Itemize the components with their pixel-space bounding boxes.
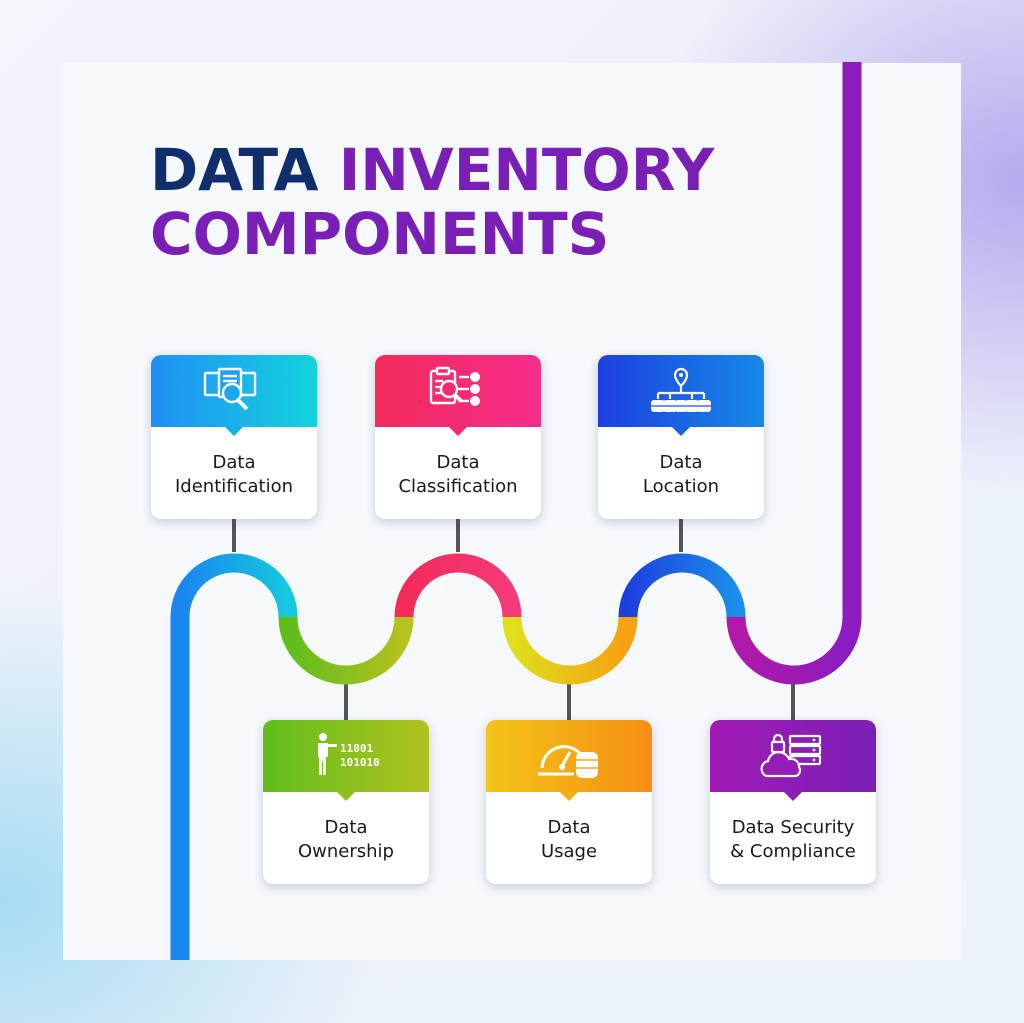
page-title: DATA INVENTORY COMPONENTS	[150, 138, 714, 266]
card-label: Data Identification	[151, 451, 317, 499]
card-header	[151, 355, 317, 436]
card-data-security-compliance: Data Security & Compliance	[710, 720, 876, 884]
binary-text: 1010101	[340, 756, 381, 769]
card-label: Data Classification	[375, 451, 541, 499]
card-data-usage: Data Usage	[486, 720, 652, 884]
card-label-line1: Data	[436, 452, 480, 473]
card-header: 11001 1010101	[263, 720, 429, 801]
track-segment-purple	[726, 62, 862, 685]
card-header	[710, 720, 876, 801]
card-label: Data Usage	[486, 816, 652, 864]
card-label-line2: Identification	[174, 476, 294, 497]
track-segment-red	[394, 553, 522, 618]
cloud-server-lock-icon	[760, 733, 822, 778]
card-label-line1: Data	[659, 452, 703, 473]
card-data-ownership: 11001 1010101 Data Ownership	[263, 720, 429, 884]
person-binary-icon: 11001 1010101	[318, 733, 381, 775]
track-segment-navy	[618, 553, 746, 618]
card-header	[486, 720, 652, 801]
card-label-line2: Classification	[398, 476, 518, 497]
card-label: Data Location	[598, 451, 764, 499]
card-data-identification: Data Identification	[151, 355, 317, 519]
card-label: Data Security & Compliance	[710, 816, 876, 864]
card-label-line2: & Compliance	[730, 841, 856, 862]
card-label-line1: Data	[547, 817, 591, 838]
track-segment-green	[278, 616, 414, 685]
card-header	[375, 355, 541, 436]
card-label-line1: Data Security	[731, 817, 855, 838]
track-segment-blue	[170, 553, 298, 960]
gauge-database-icon	[538, 745, 598, 778]
card-label-line2: Ownership	[298, 841, 394, 862]
card-label-line1: Data	[212, 452, 256, 473]
title-word-components: COMPONENTS	[150, 200, 610, 268]
card-label: Data Ownership	[263, 816, 429, 864]
card-label-line2: Usage	[540, 841, 598, 862]
title-word-data: DATA	[150, 136, 319, 204]
clipboard-search-tree-icon	[429, 366, 480, 406]
card-label-line1: Data	[324, 817, 368, 838]
binary-text: 11001	[340, 742, 373, 755]
card-label-line2: Location	[642, 476, 720, 497]
track-segment-yellow	[502, 616, 638, 685]
card-data-classification: Data Classification	[375, 355, 541, 519]
title-word-inventory: INVENTORY	[338, 136, 715, 204]
card-data-location: Data Location	[598, 355, 764, 519]
location-database-network-icon	[651, 367, 711, 412]
card-header	[598, 355, 764, 436]
document-search-icon	[203, 367, 257, 411]
